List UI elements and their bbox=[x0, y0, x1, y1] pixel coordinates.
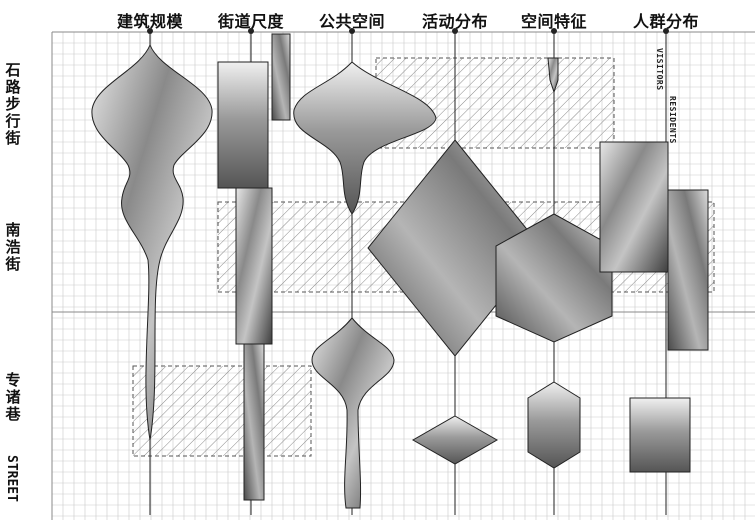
column-label-crowd-distribution: 人群分布 bbox=[632, 12, 700, 31]
spatial-top-funnel bbox=[547, 57, 559, 94]
column-label-spatial-character: 空间特征 bbox=[520, 12, 588, 31]
column-label-activity-distribution: 活动分布 bbox=[421, 12, 489, 31]
column-axis-dot-6 bbox=[663, 28, 669, 34]
row-label-nanhao-street: 南浩街 bbox=[5, 221, 21, 273]
column-axis-dot-5 bbox=[551, 28, 557, 34]
spatial-small-hex-photo bbox=[527, 381, 581, 469]
column-label-public-space: 公共空间 bbox=[318, 12, 386, 31]
crowd-residents-photo bbox=[667, 189, 709, 351]
column-label-street-scale: 街道尺度 bbox=[217, 12, 285, 31]
street-scale-buildings-photo bbox=[271, 33, 291, 121]
column-axis-dot-3 bbox=[349, 28, 355, 34]
street-scale-road-photo bbox=[217, 61, 269, 189]
hatched-zone-3 bbox=[132, 365, 312, 457]
column-label-building-scale: 建筑规模 bbox=[116, 12, 184, 31]
visitors-tag: VISITORS bbox=[655, 48, 664, 91]
column-axis-dot-2 bbox=[248, 28, 254, 34]
public-space-bottom-photo bbox=[311, 317, 395, 509]
street-scale-lane-photo bbox=[235, 187, 273, 345]
row-label-zhuanzhu-lane: 专诸巷 bbox=[5, 371, 21, 423]
row-label-street-english: STREET bbox=[4, 455, 19, 502]
column-axis-dot-1 bbox=[147, 28, 153, 34]
crowd-lane-photo bbox=[629, 397, 691, 473]
row-label-shilu-street: 石路步行街 bbox=[5, 61, 21, 147]
residents-tag: RESIDENTS bbox=[668, 96, 677, 144]
column-axis-dot-4 bbox=[452, 28, 458, 34]
activity-small-diamond-photo bbox=[411, 415, 499, 465]
building-scale-vase-photo bbox=[91, 43, 213, 441]
crowd-visitors-photo bbox=[599, 141, 669, 273]
public-space-top-photo bbox=[293, 61, 437, 215]
street-scale-narrow-photo bbox=[243, 343, 265, 501]
